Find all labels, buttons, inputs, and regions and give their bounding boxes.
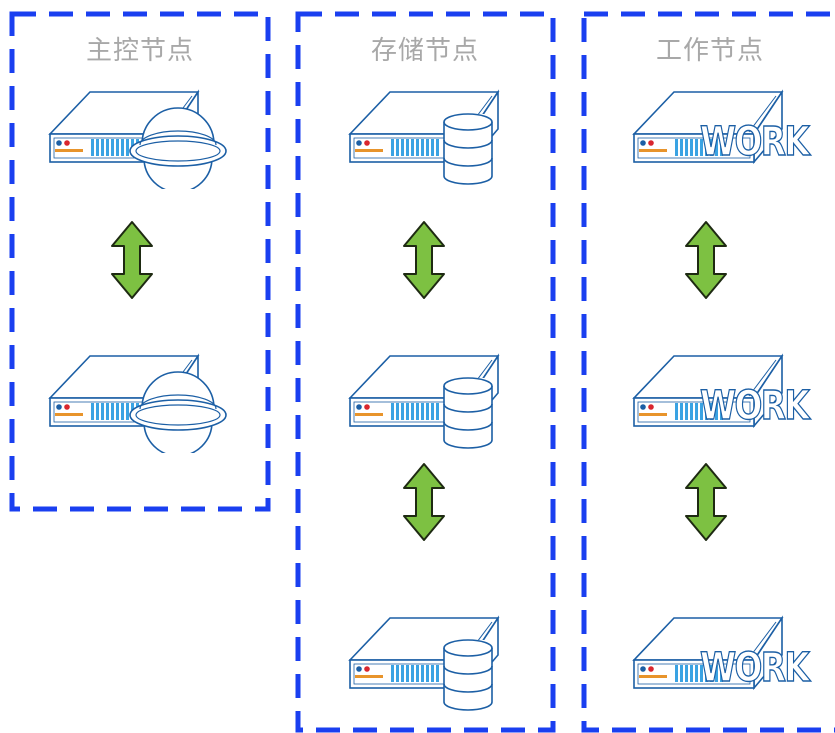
work-badge: WORK — [699, 119, 810, 165]
worker-server-2: WORK — [624, 338, 814, 453]
master-sync-arrow — [111, 221, 153, 299]
master-server-2 — [49, 355, 227, 453]
worker-sync-arrow-1 — [685, 221, 727, 299]
storage-group-title: 存储节点 — [370, 36, 479, 66]
worker-server-3: WORK — [624, 600, 814, 715]
database-icon — [443, 377, 493, 449]
storage-sync-arrow-1 — [403, 221, 445, 299]
storage-group-frame — [295, 11, 556, 733]
master-group-title: 主控节点 — [85, 36, 194, 66]
storage-sync-arrow-2 — [403, 463, 445, 541]
master-group-frame — [9, 11, 271, 512]
work-badge: WORK — [699, 645, 810, 691]
storage-server-2 — [349, 355, 499, 449]
worker-group-frame — [581, 11, 835, 733]
worker-group-title: 工作节点 — [655, 36, 764, 66]
worker-sync-arrow-2 — [685, 463, 727, 541]
storage-server-1 — [349, 91, 499, 185]
database-icon — [443, 639, 493, 711]
master-server-1 — [49, 91, 227, 189]
storage-server-3 — [349, 617, 499, 711]
worker-server-1: WORK — [624, 74, 814, 189]
work-badge: WORK — [699, 383, 810, 429]
database-icon — [443, 113, 493, 185]
